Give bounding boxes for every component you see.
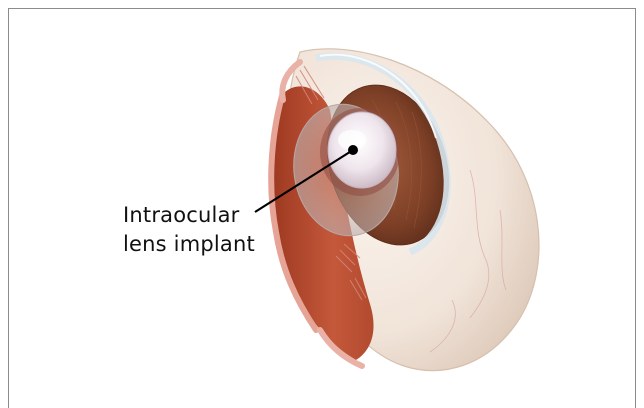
callout-label-line1: Intraocular bbox=[123, 201, 255, 230]
callout-label: Intraocular lens implant bbox=[123, 201, 255, 259]
callout-dot bbox=[348, 145, 358, 155]
callout-label-line2: lens implant bbox=[123, 230, 255, 259]
